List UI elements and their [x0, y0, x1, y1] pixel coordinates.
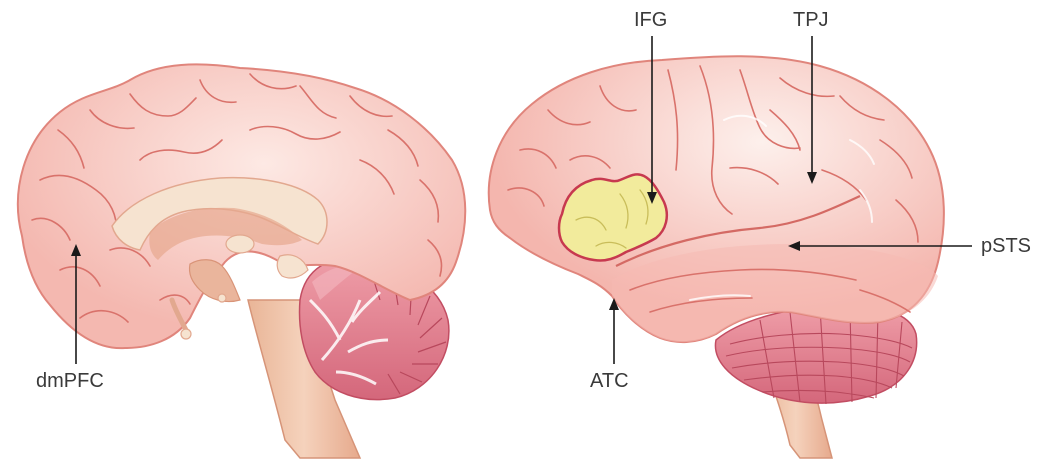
label-psts: pSTS: [981, 236, 1031, 256]
label-tpj: TPJ: [793, 10, 829, 30]
label-ifg: IFG: [634, 10, 667, 30]
label-atc: ATC: [590, 371, 629, 391]
label-dmpfc: dmPFC: [36, 371, 104, 391]
lateral-brain-view: [489, 56, 944, 458]
arrow-atc: [609, 298, 619, 364]
medial-brain-view: [18, 64, 465, 458]
